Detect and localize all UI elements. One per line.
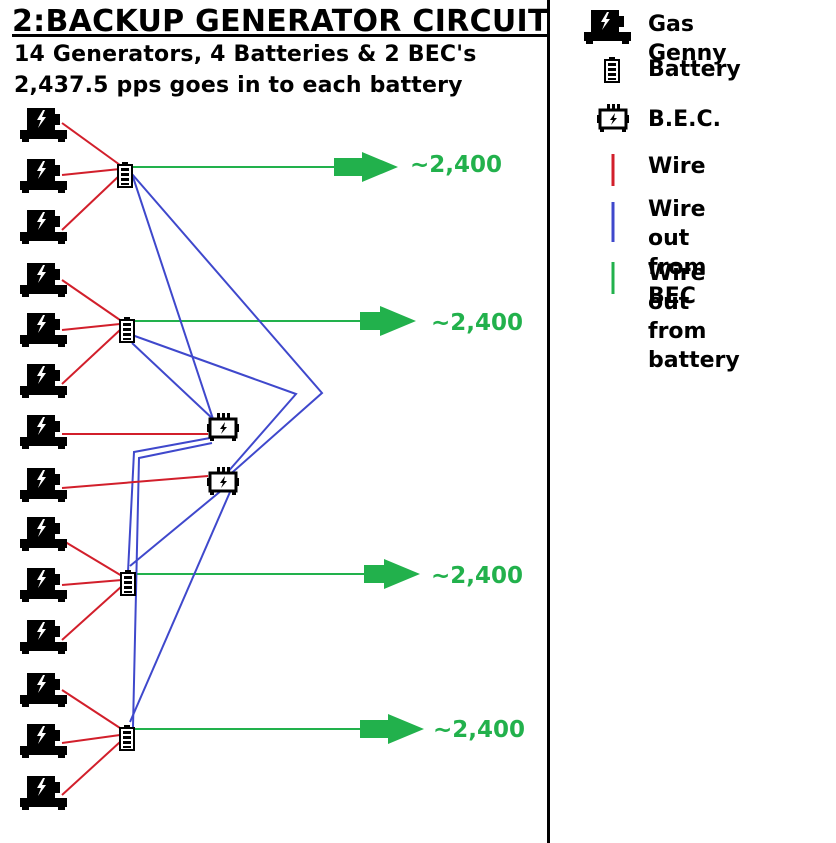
generator-icon (20, 313, 67, 347)
output-label-1: ~2,400 (410, 152, 502, 178)
battery-icon (120, 569, 136, 596)
legend-label-wire-bec: Wire out from BEC (648, 197, 707, 309)
page-title: 2:BACKUP GENERATOR CIRCUIT (12, 4, 549, 39)
generator-icon (20, 364, 67, 398)
bec-icon (595, 102, 631, 134)
generator-icon (20, 776, 67, 810)
output-arrow-3 (364, 559, 420, 589)
output-label-3: ~2,400 (431, 563, 523, 589)
generator-icon (20, 108, 67, 142)
output-label-2: ~2,400 (431, 310, 523, 336)
generator-icon (584, 10, 631, 44)
subtitle-rate: 2,437.5 pps goes in to each battery (14, 73, 463, 98)
generator-icon (20, 468, 67, 502)
generator-icon (20, 673, 67, 707)
battery-icon (119, 316, 135, 343)
output-arrow-2 (360, 306, 416, 336)
legend-label-bec: B.E.C. (648, 107, 722, 132)
generator-icon (20, 159, 67, 193)
battery-icon (604, 56, 620, 83)
generators (20, 108, 67, 810)
wire-swatch-blue (611, 202, 615, 242)
legend: Gas Genny Battery B.E.C. Wire Wire out f… (570, 0, 836, 373)
generator-icon (20, 415, 67, 449)
subtitle-counts: 14 Generators, 4 Batteries & 2 BEC's (14, 42, 477, 67)
generator-icon (20, 724, 67, 758)
legend-label-gas-genny: Gas Genny (648, 12, 727, 66)
wire-swatch-red (611, 154, 615, 186)
generator-wires (61, 122, 209, 796)
battery-output-wires (132, 152, 424, 744)
generator-icon (20, 517, 67, 551)
generator-icon (20, 568, 67, 602)
output-arrow-4 (360, 714, 424, 744)
circuit-diagram: ~2,400 ~2,400 ~2,400 ~2,400 (20, 108, 525, 810)
battery-icon (119, 724, 135, 751)
generator-icon (20, 210, 67, 244)
output-label-4: ~2,400 (433, 717, 525, 743)
becs (205, 411, 241, 497)
generator-icon (20, 263, 67, 297)
generator-icon (20, 620, 67, 654)
divider-line (547, 0, 550, 843)
legend-label-wire: Wire (648, 154, 706, 179)
battery-icon (117, 161, 133, 188)
output-arrow-1 (334, 152, 398, 182)
batteries (117, 161, 136, 751)
legend-label-wire-battery: Wire out from battery (648, 261, 740, 373)
wire-swatch-green (611, 262, 615, 294)
bec-output-wires (127, 173, 324, 728)
legend-label-battery: Battery (648, 57, 741, 82)
